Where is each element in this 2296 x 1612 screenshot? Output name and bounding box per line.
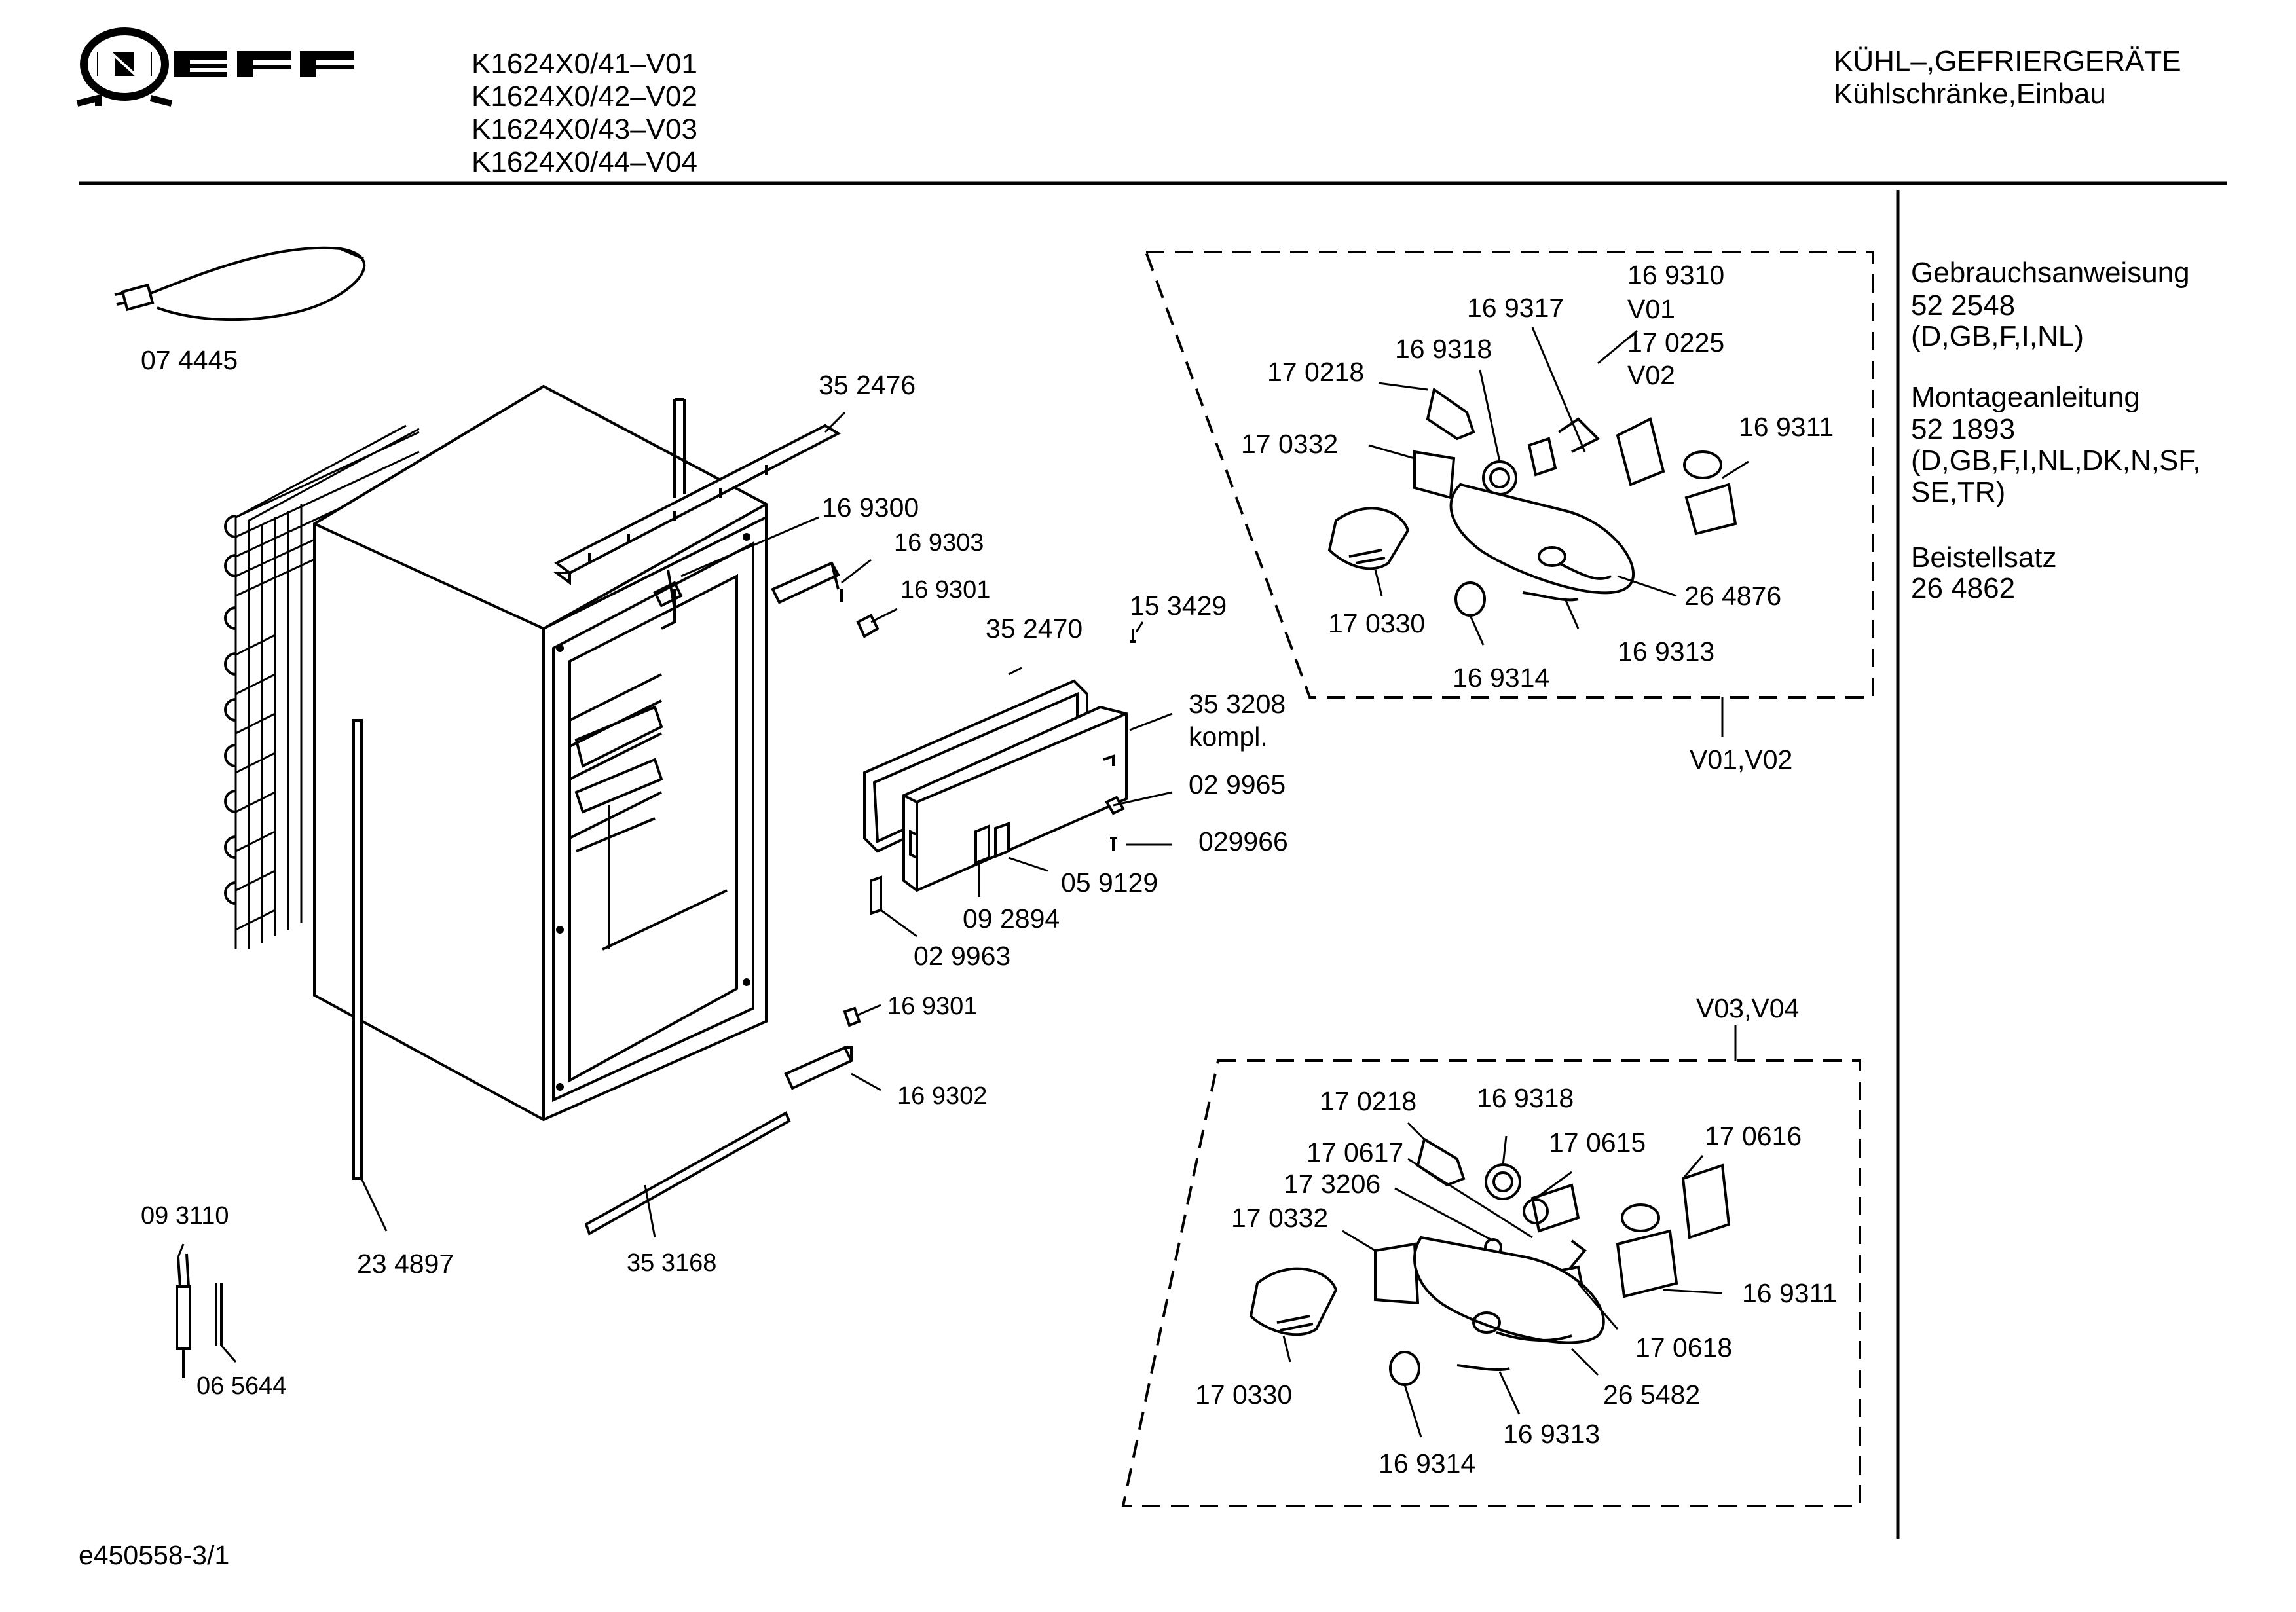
install-languages-1: (D,GB,F,I,NL,DK,N,SF,: [1911, 445, 2201, 477]
part-label: 05 9129: [1061, 868, 1158, 898]
part-label: 09 2894: [963, 904, 1060, 934]
kit-title: Beistellsatz: [1911, 541, 2057, 574]
bottom-strip: [584, 1111, 791, 1236]
manual-title: Gebrauchsanweisung: [1911, 257, 2190, 289]
part-label: 17 3206: [1284, 1169, 1381, 1199]
part-label: 17 0615: [1549, 1127, 1646, 1158]
part-label: 16 9314: [1453, 663, 1550, 693]
part-label: 02 9965: [1189, 769, 1286, 799]
part-label: 35 3168: [627, 1249, 717, 1277]
model-number-4: K1624X0/44–V04: [472, 146, 697, 178]
part-label: 16 9302: [897, 1082, 988, 1110]
part-label: 17 0225: [1627, 327, 1725, 357]
part-label: 17 0218: [1320, 1086, 1417, 1116]
group-v03-v04-border: [1121, 1059, 1861, 1507]
part-label: 16 9303: [894, 529, 984, 557]
model-number-3: K1624X0/43–V03: [472, 113, 697, 145]
model-number-2: K1624X0/42–V02: [472, 81, 697, 113]
gasket-strip: [352, 719, 363, 1180]
part-label: 26 4876: [1684, 581, 1782, 611]
part-label: 17 0616: [1705, 1121, 1802, 1151]
part-label: 35 2470: [986, 614, 1083, 644]
lamp-assembly-top: [1327, 387, 1737, 617]
part-label: 16 9313: [1618, 636, 1715, 667]
part-label: 029966: [1198, 826, 1288, 856]
thermo-sensor: [176, 1253, 223, 1378]
part-label: 16 9301: [900, 576, 991, 604]
part-label: 26 5482: [1603, 1380, 1701, 1410]
part-label: 35 2476: [819, 370, 916, 400]
manual-languages: (D,GB,F,I,NL): [1911, 320, 2084, 352]
kit-number: 26 4862: [1911, 572, 2016, 604]
part-label: 17 0332: [1231, 1203, 1329, 1233]
part-label: 17 0618: [1635, 1332, 1733, 1363]
part-label: 35 3208: [1189, 689, 1286, 719]
part-label: 17 0218: [1267, 357, 1365, 387]
part-label: 16 9313: [1503, 1419, 1601, 1449]
model-number-1: K1624X0/41–V01: [472, 48, 697, 80]
part-label: 17 0332: [1241, 429, 1339, 459]
leader-lines: [177, 327, 1749, 1438]
condenser-coil: [224, 424, 420, 949]
document-id: e450558-3/1: [79, 1540, 230, 1570]
part-label: 09 3110: [141, 1202, 229, 1230]
lamp-assembly-bottom: [1249, 1137, 1731, 1386]
part-label: 02 9963: [914, 941, 1011, 971]
part-label: 16 9318: [1477, 1083, 1574, 1113]
lower-hinge: [784, 1006, 861, 1090]
part-label: 17 0617: [1306, 1137, 1404, 1167]
neff-logo: [76, 27, 354, 107]
part-label: 15 3429: [1130, 591, 1227, 621]
group-label-top: V01,V02: [1690, 744, 1793, 775]
install-title: Montageanleitung: [1911, 381, 2140, 413]
part-label: 16 9301: [887, 993, 978, 1020]
part-label: 16 9311: [1742, 1278, 1838, 1308]
part-label: 16 9314: [1379, 1448, 1476, 1478]
freezer-door: [863, 629, 1136, 915]
part-label: 23 4897: [357, 1249, 454, 1279]
part-label: 16 9300: [822, 492, 919, 522]
part-label: 17 0330: [1195, 1380, 1293, 1410]
manual-number: 52 2548: [1911, 289, 2016, 321]
part-label: 16 9311: [1739, 412, 1834, 442]
install-number: 52 1893: [1911, 413, 2016, 445]
part-label: 17 0330: [1328, 608, 1426, 638]
cabinet-body: [313, 384, 768, 1122]
top-rail: [553, 398, 842, 585]
part-label: 16 9310: [1627, 260, 1725, 290]
part-label: V02: [1627, 360, 1675, 390]
part-label: 16 9317: [1467, 293, 1565, 323]
part-label: 16 9318: [1395, 334, 1492, 364]
install-languages-2: SE,TR): [1911, 476, 2006, 508]
group-label-bottom: V03,V04: [1696, 993, 1800, 1023]
upper-hinge: [653, 561, 880, 638]
part-label: V01: [1627, 294, 1675, 324]
part-label: kompl.: [1189, 722, 1268, 752]
power-cord: [114, 246, 366, 321]
subcategory-title: Kühlschränke,Einbau: [1834, 78, 2106, 110]
part-label: 06 5644: [196, 1372, 287, 1400]
category-title: KÜHL–,GEFRIERGERÄTE: [1834, 45, 2181, 77]
part-label: 07 4445: [141, 345, 238, 375]
